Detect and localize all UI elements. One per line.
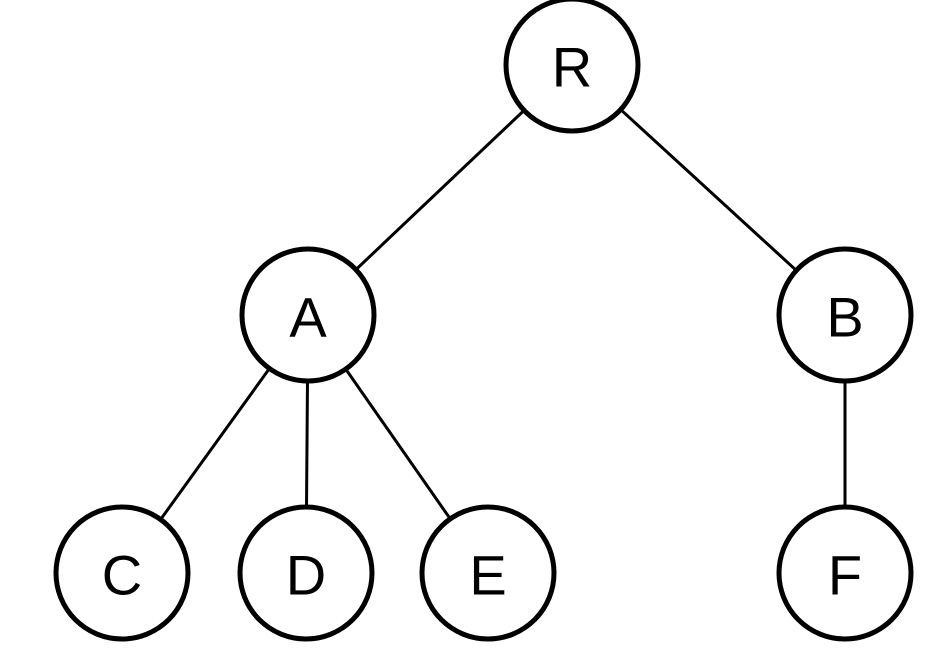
edge-A-E bbox=[344, 367, 452, 521]
node-A: A bbox=[239, 246, 377, 384]
edge-A-D bbox=[305, 379, 309, 509]
node-label-E: E bbox=[469, 544, 506, 607]
edge-R-B bbox=[619, 108, 798, 272]
node-circle-A bbox=[239, 246, 377, 384]
node-R: R bbox=[503, 0, 641, 134]
edge-R-A bbox=[354, 108, 526, 272]
node-label-C: C bbox=[102, 544, 142, 607]
node-E: E bbox=[419, 504, 557, 642]
node-F: F bbox=[776, 504, 914, 642]
node-label-R: R bbox=[552, 36, 592, 99]
node-circle-C bbox=[53, 504, 191, 642]
node-circle-B bbox=[776, 246, 914, 384]
tree-nodes: R A B C D E F bbox=[53, 0, 914, 642]
node-D: D bbox=[237, 504, 375, 642]
node-label-A: A bbox=[289, 286, 327, 349]
node-circle-R bbox=[503, 0, 641, 134]
node-label-D: D bbox=[286, 544, 326, 607]
tree-edges bbox=[159, 108, 847, 521]
node-B: B bbox=[776, 246, 914, 384]
node-label-B: B bbox=[826, 286, 863, 349]
node-circle-E bbox=[419, 504, 557, 642]
node-circle-D bbox=[237, 504, 375, 642]
node-label-F: F bbox=[828, 544, 862, 607]
edge-A-C bbox=[159, 367, 271, 521]
node-circle-F bbox=[776, 504, 914, 642]
node-C: C bbox=[53, 504, 191, 642]
